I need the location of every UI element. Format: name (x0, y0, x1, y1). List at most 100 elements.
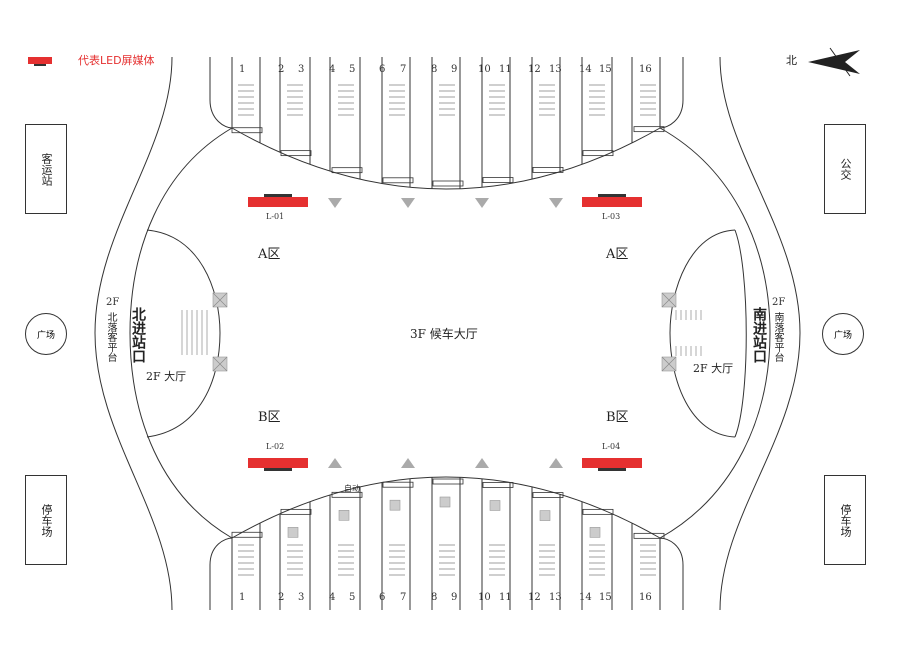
screen-label-l04: L-04 (602, 442, 621, 451)
elevator-icon (287, 527, 299, 538)
led-screen-base (264, 468, 292, 471)
public-bus-box: 公交 (824, 124, 866, 214)
road-left-outer (94, 56, 173, 611)
screen-label-l01: L-01 (266, 212, 285, 221)
screen-label-l03: L-03 (602, 212, 621, 221)
hall-outline-right (659, 127, 771, 539)
up-arrow-icon (401, 458, 415, 468)
legend: 代表LED屏媒体 (28, 52, 155, 68)
gate-bottom (280, 508, 312, 515)
track-number-top: 16 (639, 64, 652, 75)
track-number-top: 4 (329, 64, 336, 75)
parking-left-box: 停车场 (25, 475, 67, 565)
bottom-small-label: 自动 (344, 484, 360, 493)
track-number-bottom: 9 (451, 592, 458, 603)
led-screen-base (598, 468, 626, 471)
hall-outline (129, 127, 233, 539)
road-right-outer (719, 56, 801, 611)
led-screen-l-02 (248, 458, 308, 468)
track-number-bottom: 13 (549, 592, 562, 603)
screen-label-l02: L-02 (266, 442, 285, 451)
plaza-left: 广场 (25, 313, 67, 355)
track-number-bottom: 12 (528, 592, 541, 603)
track-number-bottom: 1 (239, 592, 246, 603)
gate-bottom (532, 492, 564, 498)
elevator-icon (589, 527, 601, 538)
gate-bottom (331, 491, 363, 498)
elevator-icon (389, 499, 401, 511)
south-platform-label: 南落客平台 (772, 312, 783, 362)
track-number-top: 14 (579, 64, 592, 75)
north-platform-label: 北落客平台 (105, 312, 116, 362)
track-number-top: 5 (349, 64, 356, 75)
zone-b-right: B区 (606, 410, 629, 425)
zone-a-left: A区 (258, 247, 281, 262)
track-number-top: 8 (431, 64, 438, 75)
track-number-top: 11 (499, 64, 512, 75)
zone-b-left: B区 (258, 410, 281, 425)
track-number-bottom: 4 (329, 592, 336, 603)
gate-bottom (482, 482, 514, 488)
north-label: 北 (786, 54, 797, 67)
up-arrow-icon (328, 458, 342, 468)
track-number-top: 6 (379, 64, 386, 75)
track-number-bottom: 11 (499, 592, 512, 603)
track-number-bottom: 16 (639, 592, 652, 603)
gate-bottom (231, 531, 263, 538)
north-2f-hall (146, 229, 221, 438)
bus-terminal-box: 客运站 (25, 124, 67, 214)
track-number-bottom: 2 (278, 592, 285, 603)
parking-right-box: 停车场 (824, 475, 866, 565)
south-entrance-label: 南进站口 (751, 307, 767, 363)
up-arrow-icon (549, 458, 563, 468)
hall-top-arc (231, 127, 661, 190)
gate-bottom (582, 508, 614, 515)
up-arrow-icon (475, 458, 489, 468)
track-number-bottom: 14 (579, 592, 592, 603)
track-number-bottom: 15 (599, 592, 612, 603)
gate-top (280, 150, 312, 157)
track-number-bottom: 8 (431, 592, 438, 603)
track-number-bottom: 10 (478, 592, 491, 603)
track-number-bottom: 6 (379, 592, 386, 603)
road-left-inner-bottom (209, 537, 233, 610)
led-screen-base (598, 194, 626, 197)
road-left-inner (209, 57, 233, 129)
road-right-inner (659, 57, 684, 129)
road-right-inner-bottom (659, 537, 684, 610)
led-screen-legend-icon (28, 56, 52, 66)
gate-top (432, 180, 464, 187)
led-screen-l-03 (582, 197, 642, 207)
north-arrow-icon (808, 47, 860, 77)
gate-top (633, 126, 665, 133)
north-entrance-label: 北进站口 (130, 307, 146, 363)
track-number-bottom: 3 (298, 592, 305, 603)
track-number-top: 9 (451, 64, 458, 75)
plaza-right: 广场 (822, 313, 864, 355)
down-arrow-icon (328, 198, 342, 208)
down-arrow-icon (475, 198, 489, 208)
gate-bottom (633, 532, 665, 539)
gate-top (482, 177, 514, 183)
led-screen-base (264, 194, 292, 197)
south-level-label: 2F (772, 297, 786, 308)
elevator-icon (489, 500, 501, 511)
gate-top (582, 150, 614, 157)
elevator-icon (338, 510, 350, 521)
track-number-top: 1 (239, 64, 246, 75)
elevator-icon (439, 496, 451, 508)
gate-top (382, 177, 414, 184)
gate-top (231, 127, 263, 134)
down-arrow-icon (549, 198, 563, 208)
legend-text: 代表LED屏媒体 (78, 54, 155, 67)
led-screen-l-01 (248, 197, 308, 207)
track-number-top: 15 (599, 64, 612, 75)
down-arrow-icon (401, 198, 415, 208)
track-number-top: 13 (549, 64, 562, 75)
track-number-top: 3 (298, 64, 305, 75)
north-level-label: 2F (106, 297, 120, 308)
led-screen-l-04 (582, 458, 642, 468)
zone-a-right: A区 (606, 247, 629, 262)
gate-bottom (432, 478, 464, 485)
